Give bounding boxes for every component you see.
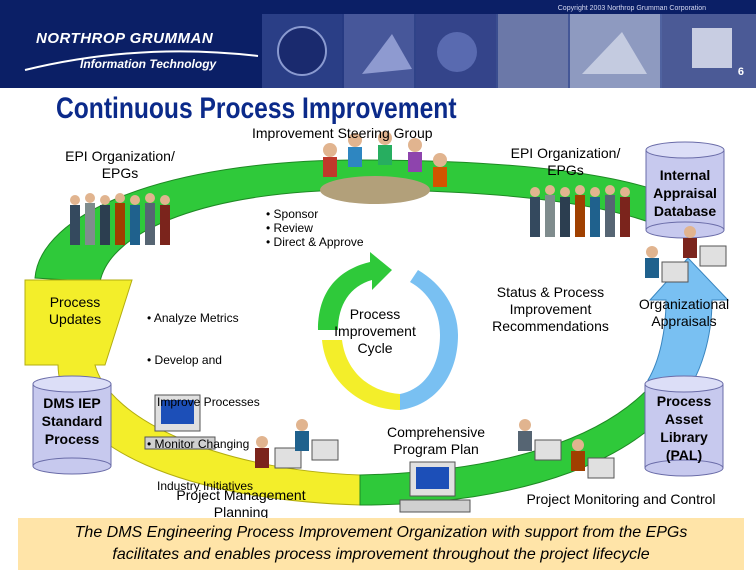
blue-arc — [647, 257, 730, 391]
computer-workstation-left — [144, 394, 216, 450]
computer-workstation-seated-6 — [683, 226, 727, 267]
slide-number: 6 — [737, 66, 744, 78]
pal-cylinder — [644, 375, 724, 477]
epi-org-right-label: EPI Organization/ EPGs — [510, 145, 621, 178]
people-group-left — [70, 193, 170, 245]
internal-db-label: Internal Appraisal Database — [653, 167, 717, 219]
computer-workstation-seated-1 — [255, 436, 302, 469]
logo-subtext: Information Technology — [80, 57, 217, 71]
computer-workstation-center — [399, 461, 471, 513]
dms-iep-cylinder — [32, 375, 112, 475]
steering-list: • Sponsor • Review • Direct & Approve — [266, 207, 396, 249]
cycle-arrow-blue — [400, 270, 458, 410]
computer-workstation-seated-4 — [571, 439, 615, 479]
cycle-label: Process Improvement Cycle — [334, 306, 416, 356]
footer-line-1: The DMS Engineering Process Improvement … — [74, 524, 688, 541]
epg-task-list: • Analyze Metrics • Develop and Improve … — [147, 283, 287, 507]
epi-org-left-label: EPI Organization/ EPGs — [65, 148, 175, 181]
steering-item: • Direct & Approve — [266, 235, 364, 249]
people-group-right — [530, 185, 630, 237]
footer-banner: The DMS Engineering Process Improvement … — [18, 518, 744, 570]
steering-item: • Sponsor — [266, 207, 319, 221]
steering-item: • Review — [266, 221, 313, 235]
header-banner: NORTHROP GRUMMAN Information Technology … — [0, 0, 756, 88]
org-appraisals-label: Organizational Appraisals — [638, 296, 730, 329]
computer-workstation-seated-2 — [295, 419, 339, 461]
project-management-label: Project Management Planning — [176, 487, 306, 520]
slide-title: Continuous Process Improvement — [56, 92, 457, 125]
cycle-arrow-green — [318, 252, 392, 330]
pal-label: Process Asset Library (PAL) — [656, 393, 712, 463]
process-updates-label: Process Updates — [48, 294, 102, 327]
project-monitoring-label: Project Monitoring and Control — [526, 491, 716, 507]
internal-db-cylinder — [645, 141, 725, 239]
computer-workstation-seated-3 — [518, 419, 562, 461]
banner-photo-strip — [262, 14, 756, 88]
comprehensive-plan-label: Comprehensive Program Plan — [386, 424, 486, 457]
epg-task: Improve Processes — [147, 395, 260, 409]
cycle-arrow-yellow — [322, 340, 400, 410]
epg-task: Industry Initiatives — [147, 479, 254, 493]
epg-task: • Develop and — [147, 353, 222, 367]
computer-workstation-seated-5 — [645, 246, 689, 283]
dms-iep-label: DMS IEP Standard Process — [41, 395, 103, 447]
steering-group-label: Improvement Steering Group — [252, 125, 433, 141]
meeting-clipart — [320, 131, 447, 204]
epg-task: • Analyze Metrics — [147, 311, 239, 325]
copyright-text: Copyright 2003 Northrop Grumman Corporat… — [557, 5, 706, 12]
footer-line-2: facilitates and enables process improvem… — [112, 546, 650, 563]
logo-swoosh — [24, 50, 259, 71]
status-recommendations-label: Status & Process Improvement Recommendat… — [492, 284, 609, 334]
company-logo: NORTHROP GRUMMAN — [36, 30, 214, 47]
epg-task: • Monitor Changing — [147, 437, 250, 451]
